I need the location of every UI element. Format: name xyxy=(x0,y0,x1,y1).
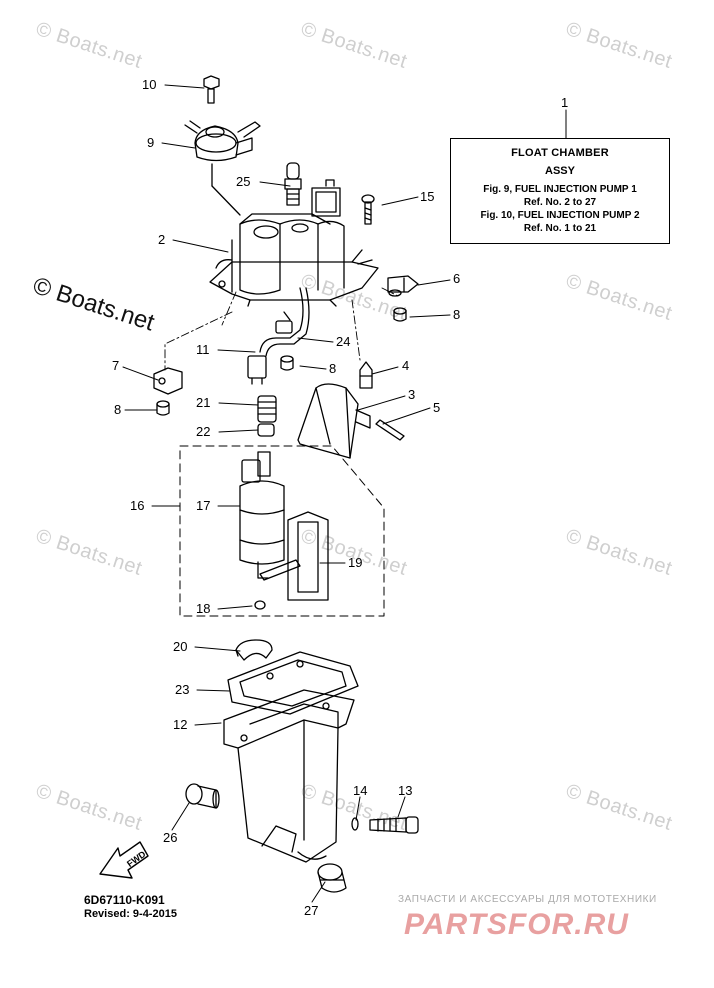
callout-15: 15 xyxy=(420,189,435,204)
info-box-line: Ref. No. 2 to 27 xyxy=(523,197,597,208)
part-20-retainer xyxy=(235,639,273,661)
part-24-hose xyxy=(259,287,310,357)
part-27-grommet xyxy=(317,863,347,893)
center-lines xyxy=(164,287,399,371)
callout-8: 8 xyxy=(114,402,122,417)
part-8-screw-b xyxy=(280,355,294,371)
callout-17: 17 xyxy=(196,498,211,513)
part-12-float-chamber xyxy=(223,689,355,863)
part-14-oring xyxy=(351,817,359,831)
shop-logo: PARTSFOR.RU xyxy=(404,908,629,941)
part-25-fitting xyxy=(284,162,302,206)
callout-9: 9 xyxy=(147,135,155,150)
callout-27: 27 xyxy=(304,903,319,918)
info-box-title: FLOAT CHAMBER xyxy=(511,147,609,159)
callout-7: 7 xyxy=(112,358,120,373)
part-19-strainer xyxy=(259,511,329,601)
callout-6: 6 xyxy=(453,271,461,286)
callout-11: 11 xyxy=(196,342,210,357)
part-21-filter xyxy=(257,395,277,423)
revision-date: Revised: 9-4-2015 xyxy=(84,908,177,920)
part-11-connector xyxy=(247,355,267,385)
part-7-plate xyxy=(153,367,183,395)
info-box-ref-number: 1 xyxy=(561,95,569,110)
callout-10: 10 xyxy=(142,77,157,92)
part-10-bolt xyxy=(203,75,220,104)
part-8-screw-a xyxy=(393,307,407,322)
callout-24: 24 xyxy=(336,334,351,349)
shop-tagline: ЗАПЧАСТИ И АКСЕССУАРЫ ДЛЯ МОТОТЕХНИКИ xyxy=(398,894,657,905)
part-15-screw xyxy=(361,194,375,225)
callout-16: 16 xyxy=(130,498,145,513)
part-22-ring xyxy=(257,423,275,437)
subassembly-16-outline xyxy=(179,445,385,617)
callout-14: 14 xyxy=(353,783,368,798)
info-box-line: Fig. 10, FUEL INJECTION PUMP 2 xyxy=(480,210,640,221)
callout-20: 20 xyxy=(173,639,188,654)
callout-4: 4 xyxy=(402,358,410,373)
part-13-drain-screw xyxy=(369,816,419,834)
callout-21: 21 xyxy=(196,395,211,410)
part-5-pin xyxy=(375,419,405,441)
callout-18: 18 xyxy=(196,601,211,616)
part-18-oring xyxy=(254,600,266,610)
callout-23: 23 xyxy=(175,682,190,697)
callout-8: 8 xyxy=(453,307,461,322)
info-box-line: Fig. 9, FUEL INJECTION PUMP 1 xyxy=(483,184,637,195)
fwd-arrow xyxy=(99,841,149,879)
callout-3: 3 xyxy=(408,387,416,402)
part-23-gasket xyxy=(227,651,359,715)
part-2-pump-body xyxy=(209,179,379,307)
callout-25: 25 xyxy=(236,174,251,189)
part-26-plug xyxy=(185,783,220,809)
callout-13: 13 xyxy=(398,783,413,798)
part-4-valve xyxy=(359,361,373,389)
info-box: FLOAT CHAMBER ASSY Fig. 9, FUEL INJECTIO… xyxy=(450,138,670,244)
diagram-code: 6D67110-K091 xyxy=(84,893,165,907)
callout-5: 5 xyxy=(433,400,441,415)
callout-8: 8 xyxy=(329,361,337,376)
callout-2: 2 xyxy=(158,232,166,247)
callout-26: 26 xyxy=(163,830,178,845)
part-8-screw-c xyxy=(156,400,170,416)
info-box-line: Ref. No. 1 to 21 xyxy=(523,223,597,234)
callout-22: 22 xyxy=(196,424,211,439)
info-box-subtitle: ASSY xyxy=(545,165,575,177)
leader-lines xyxy=(122,84,567,903)
part-9-pressure-regulator xyxy=(184,120,261,216)
callout-19: 19 xyxy=(348,555,363,570)
part-6-clamp xyxy=(387,275,419,297)
part-17-pump-motor xyxy=(239,451,285,579)
callout-12: 12 xyxy=(173,717,188,732)
part-3-cover xyxy=(297,383,371,459)
